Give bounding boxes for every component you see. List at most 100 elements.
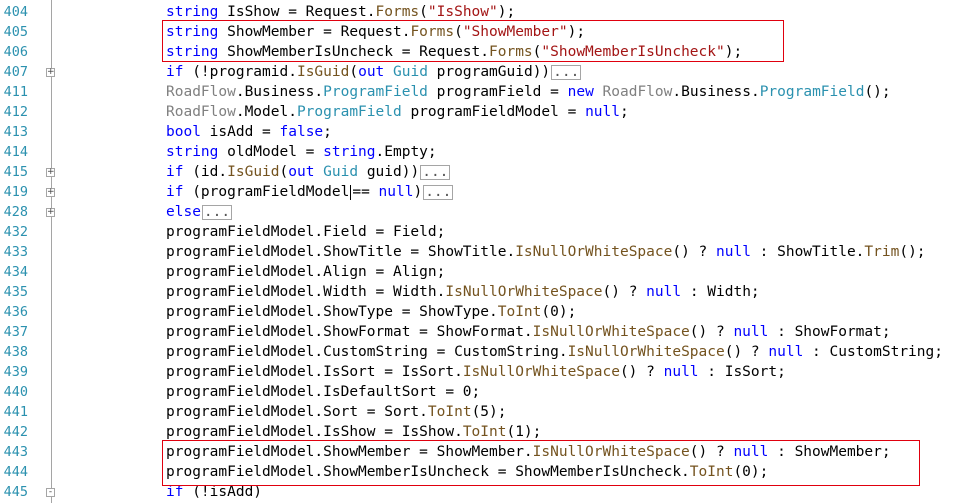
code-text[interactable]: programFieldModel.Width = Width.IsNullOr… [166, 282, 760, 302]
code-text[interactable]: string ShowMember = Request.Forms("ShowM… [166, 22, 585, 42]
code-text[interactable]: bool isAdd = false; [166, 122, 332, 142]
code-line[interactable]: 434 programFieldModel.Align = Align; [0, 262, 973, 282]
code-text[interactable]: programFieldModel.Align = Align; [166, 262, 445, 282]
code-token: string [323, 144, 376, 160]
code-line[interactable]: 407+if (!programid.IsGuid(out Guid progr… [0, 62, 973, 82]
line-number: 439 [3, 364, 28, 380]
expand-region-icon[interactable]: + [46, 207, 55, 217]
code-text[interactable]: programFieldModel.ShowType = ShowType.To… [166, 302, 576, 322]
code-token: ); [567, 24, 586, 40]
expand-region-icon[interactable]: + [46, 67, 55, 77]
code-token: ToInt [497, 304, 542, 320]
code-text[interactable]: if (id.IsGuid(out Guid guid))... [166, 162, 451, 182]
code-text[interactable]: programFieldModel.Sort = Sort.ToInt(5); [166, 402, 506, 422]
collapsed-region-marker[interactable]: ... [551, 63, 582, 80]
code-token: (0); [733, 464, 769, 480]
code-line[interactable]: 439 programFieldModel.IsSort = IsSort.IsN… [0, 362, 973, 382]
code-line[interactable]: 415+if (id.IsGuid(out Guid guid))... [0, 162, 973, 182]
code-line[interactable]: 413 bool isAdd = false; [0, 122, 973, 142]
code-text[interactable]: programFieldModel.IsSort = IsSort.IsNull… [166, 362, 786, 382]
expand-region-icon[interactable]: + [46, 167, 55, 177]
code-text[interactable]: RoadFlow.Model.ProgramField programField… [166, 102, 629, 122]
code-text[interactable]: RoadFlow.Business.ProgramField programFi… [166, 82, 891, 102]
code-line[interactable]: 428 + else... [0, 202, 973, 222]
code-token: programFieldModel.ShowMemberIsUncheck = … [166, 464, 690, 480]
code-token: if [166, 484, 193, 500]
code-line[interactable]: 433 programFieldModel.ShowTitle = ShowTit… [0, 242, 973, 262]
code-token: () ? [689, 444, 734, 460]
code-text[interactable]: if (programFieldModel== null)... [166, 182, 454, 202]
code-token: IsNullOrWhiteSpace [532, 444, 690, 460]
code-text[interactable]: programFieldModel.ShowMemberIsUncheck = … [166, 462, 768, 482]
code-text[interactable]: if (!isAdd) [166, 482, 262, 502]
collapse-region-icon[interactable]: - [46, 488, 55, 497]
collapsed-region-marker[interactable]: ... [201, 203, 233, 220]
code-token: () ? [672, 244, 716, 260]
code-token: ( [532, 44, 542, 60]
code-text[interactable]: programFieldModel.IsDefaultSort = 0; [166, 382, 480, 402]
code-text[interactable]: string oldModel = string.Empty; [166, 142, 437, 162]
code-token: IsGuid [227, 164, 280, 180]
line-number: 434 [3, 264, 28, 280]
code-text[interactable]: programFieldModel.CustomString = CustomS… [166, 342, 943, 362]
text-cursor [350, 184, 352, 200]
code-token: null [585, 104, 620, 120]
code-line[interactable]: 414 string oldModel = string.Empty; [0, 142, 973, 162]
code-line[interactable]: 419+if (programFieldModel== null)... [0, 182, 973, 202]
line-number: 433 [3, 244, 28, 260]
code-line[interactable]: 404 string IsShow = Request.Forms("IsShow… [0, 2, 973, 22]
code-text[interactable]: if (!programid.IsGuid(out Guid programGu… [166, 62, 582, 82]
code-text[interactable]: programFieldModel.Field = Field; [166, 222, 445, 242]
code-token: (1); [506, 424, 542, 440]
code-line[interactable]: 445-if (!isAdd) [0, 482, 973, 502]
code-token: out [358, 64, 394, 80]
code-token: : Width; [689, 284, 760, 300]
code-token: Trim [864, 244, 900, 260]
code-token: .Business. [235, 84, 324, 100]
code-text[interactable]: string ShowMemberIsUncheck = Request.For… [166, 42, 742, 62]
code-token: programFieldModel.Width = Width. [166, 284, 446, 300]
code-token: IsNullOrWhiteSpace [515, 244, 673, 260]
code-line[interactable]: 411 RoadFlow.Business.ProgramField progra… [0, 82, 973, 102]
line-number: 414 [3, 144, 28, 160]
line-number: 411 [3, 84, 28, 100]
code-text[interactable]: string IsShow = Request.Forms("IsShow"); [166, 2, 515, 22]
code-token: RoadFlow [166, 84, 236, 100]
code-token: .Empty; [375, 144, 437, 160]
collapsed-region-marker[interactable]: ... [423, 183, 454, 200]
line-number: 404 [3, 4, 28, 20]
code-token: (); [864, 84, 891, 100]
line-number: 428 [3, 204, 28, 220]
code-token: programGuid)) [436, 64, 551, 80]
code-token: null [716, 244, 760, 260]
code-token: IsNullOrWhiteSpace [567, 344, 725, 360]
code-token: ); [724, 44, 743, 60]
code-token: Forms [489, 44, 533, 60]
code-token: programFieldModel.CustomString = CustomS… [166, 344, 568, 360]
line-number: 413 [3, 124, 28, 140]
code-text[interactable]: programFieldModel.ShowFormat = ShowForma… [166, 322, 891, 342]
collapsed-region-marker[interactable]: ... [420, 163, 451, 180]
expand-region-icon[interactable]: + [46, 187, 55, 197]
code-text[interactable]: programFieldModel.ShowTitle = ShowTitle.… [166, 242, 926, 262]
code-text[interactable]: else... [166, 202, 233, 222]
code-token: programFieldModel.ShowMember = ShowMembe… [166, 444, 533, 460]
code-text[interactable]: programFieldModel.ShowMember = ShowMembe… [166, 442, 891, 462]
code-text[interactable]: programFieldModel.IsShow = IsShow.ToInt(… [166, 422, 541, 442]
code-token: (id. [192, 164, 228, 180]
code-token: : ShowMember; [777, 444, 891, 460]
